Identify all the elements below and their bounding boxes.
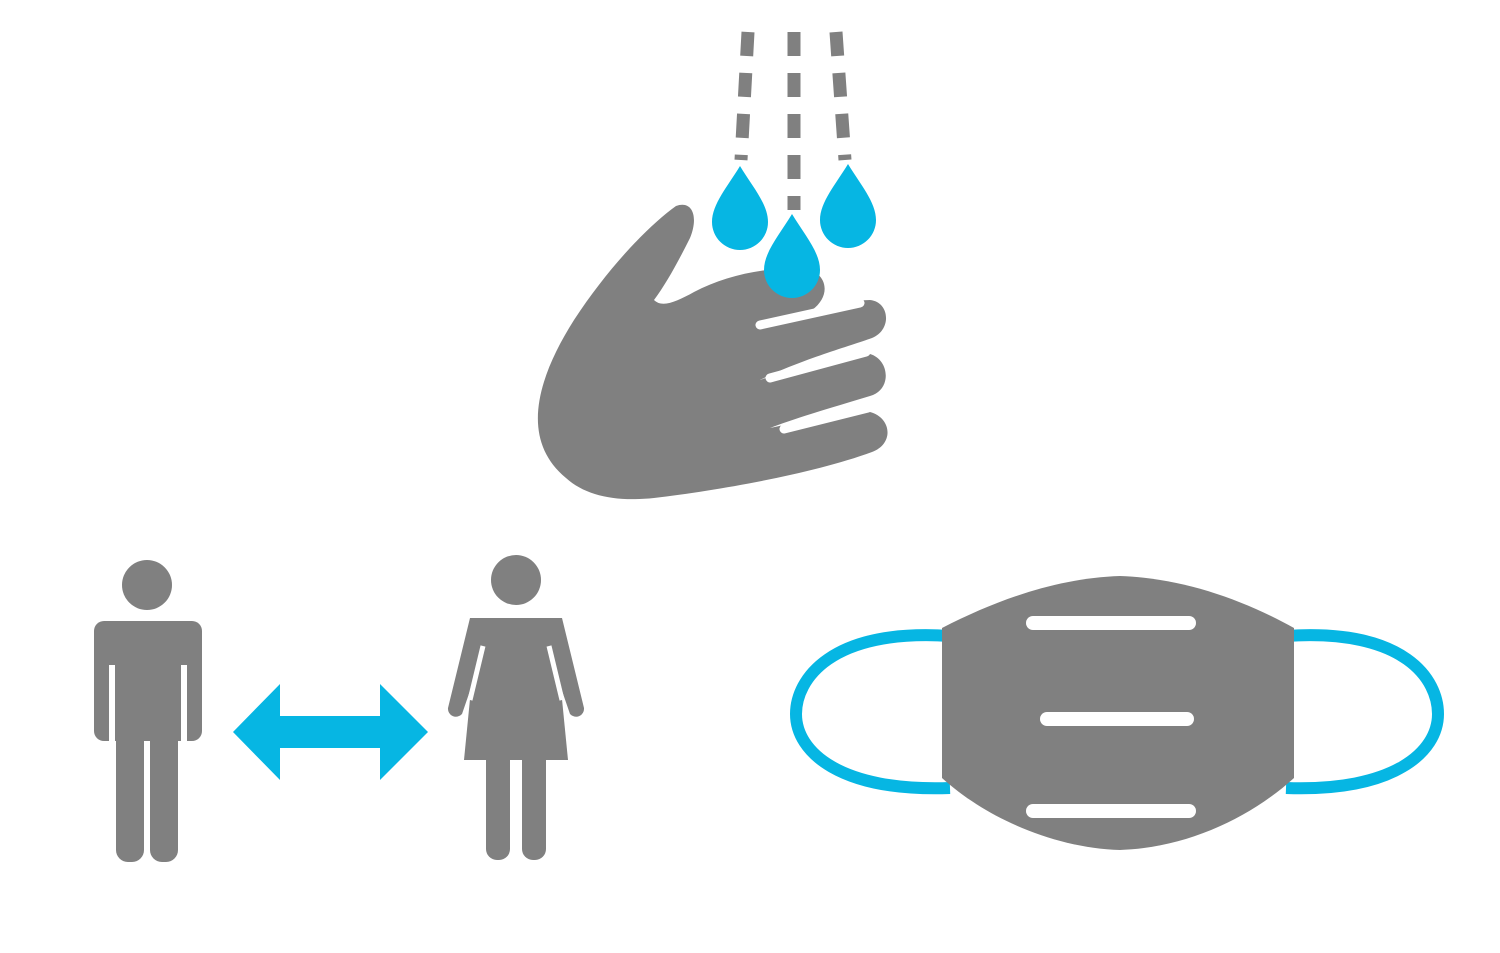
water-stream-icon bbox=[734, 31, 852, 210]
hand-icon bbox=[537, 204, 888, 500]
social-distancing-icon bbox=[94, 555, 585, 862]
woman-figure-icon bbox=[447, 555, 585, 860]
hand-washing-icon bbox=[537, 31, 888, 500]
woman-arm-gaps bbox=[467, 645, 565, 701]
man-arm-gaps bbox=[109, 665, 187, 745]
double-arrow-icon bbox=[233, 684, 428, 780]
finger-lines bbox=[755, 298, 873, 434]
ear-loop-icon bbox=[789, 629, 1445, 795]
face-mask-icon bbox=[789, 576, 1445, 850]
man-figure-icon bbox=[94, 560, 202, 862]
water-droplet-icon bbox=[712, 164, 876, 298]
mask-pleats bbox=[1026, 616, 1196, 818]
